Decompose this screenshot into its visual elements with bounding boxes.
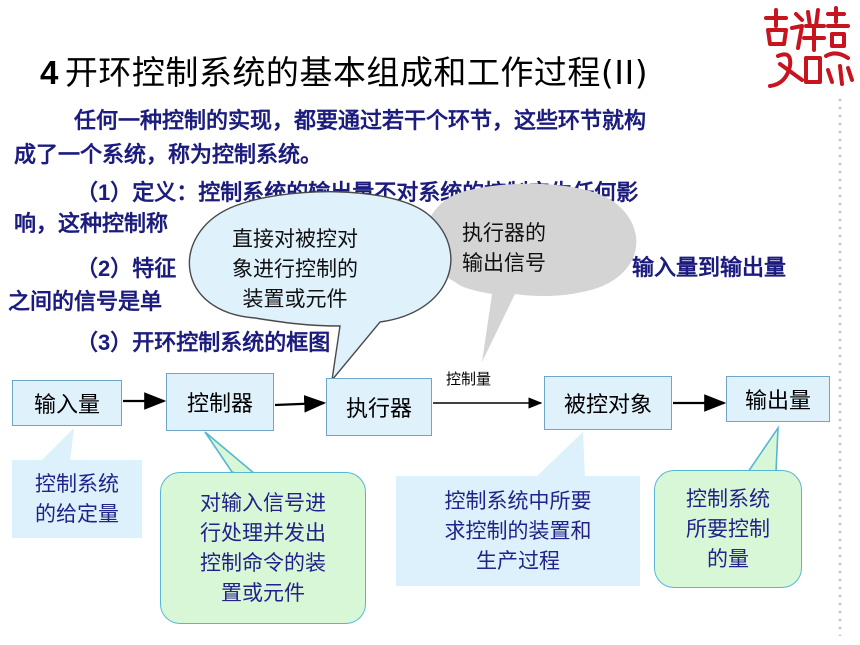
- para4-number: （3）: [76, 330, 133, 355]
- note-object-line: 求控制的装置和: [444, 519, 592, 543]
- para1-line1: 任何一种控制的实现，都要通过若干个环节，这些环节就构: [74, 109, 647, 134]
- block-controller: 控制器: [166, 373, 274, 431]
- dotted-rule: [836, 96, 844, 636]
- para2-line2: 响，这种控制称: [14, 212, 169, 237]
- para3-line1: （2）特征: [76, 252, 176, 287]
- bubble-left-line: 直接对被控对: [232, 227, 358, 251]
- pointer-output-note: [746, 425, 779, 473]
- para1-line2: 成了一个系统，称为控制系统。: [14, 143, 323, 168]
- bubble-left-line: 装置或元件: [242, 287, 348, 311]
- seal-logo: [764, 6, 854, 88]
- bubble-left-text: 直接对被控对 象进行控制的 装置或元件: [232, 224, 358, 314]
- block-input: 输入量: [12, 380, 122, 426]
- para3-tail: 输入量到输出量: [632, 256, 787, 281]
- note-controller: 对输入信号进 行处理并发出 控制命令的装 置或元件: [160, 472, 366, 624]
- bubble-right-line: 输出信号: [462, 251, 546, 275]
- note-controller-line: 置或元件: [221, 581, 305, 605]
- note-input-line: 的给定量: [35, 502, 119, 526]
- para3-number: （2）: [76, 256, 133, 281]
- bubble-right-text: 执行器的 输出信号: [462, 218, 546, 278]
- bubble-left-shape: [188, 190, 452, 383]
- block-controlled-object: 被控对象: [544, 376, 672, 430]
- para2-number: （1）: [76, 180, 133, 205]
- note-output-line: 的量: [707, 547, 749, 571]
- edge-label-control-quantity: 控制量: [446, 370, 492, 388]
- pointer-object-note: [535, 432, 585, 478]
- para3-line2: 之间的信号是单: [8, 290, 163, 315]
- arrow-controller-actuator: [274, 395, 327, 413]
- note-controller-line: 控制命令的装: [200, 551, 326, 575]
- title-number: 4: [40, 54, 59, 91]
- bubble-right-shape: [425, 183, 637, 362]
- note-object-line: 生产过程: [476, 549, 560, 573]
- para4-text: 开环控制系统的: [132, 331, 287, 356]
- title-text: 开环控制系统的基本组成和工作过程(II): [64, 53, 649, 92]
- bubble-left-line: 象进行控制的: [232, 257, 358, 281]
- block-actuator: 执行器: [326, 378, 432, 436]
- note-object-line: 控制系统中所要: [444, 489, 592, 513]
- note-output: 控制系统 所要控制 的量: [654, 470, 802, 588]
- note-output-line: 控制系统: [686, 487, 770, 511]
- bubble-right-line: 执行器的: [462, 221, 546, 245]
- note-controlled-object: 控制系统中所要 求控制的装置和 生产过程: [396, 476, 640, 586]
- note-input-line: 控制系统: [35, 472, 119, 496]
- note-controller-line: 对输入信号进: [200, 491, 326, 515]
- para4-tail: 框图: [286, 331, 331, 356]
- note-output-line: 所要控制: [686, 517, 770, 541]
- note-controller-line: 行处理并发出: [200, 521, 326, 545]
- para3-text: 特征: [132, 257, 177, 282]
- note-input: 控制系统 的给定量: [12, 460, 142, 538]
- para4-line: （3）开环控制系统的框图: [76, 326, 330, 361]
- block-output: 输出量: [726, 376, 830, 422]
- pointer-input-note: [40, 428, 74, 462]
